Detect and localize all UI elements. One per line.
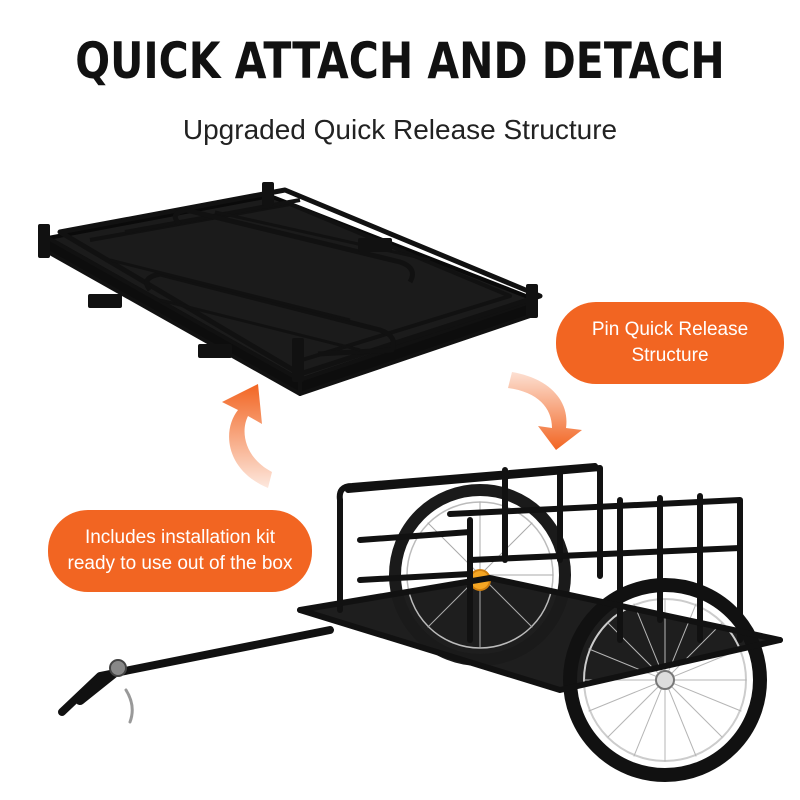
installation-kit-callout: Includes installation kit ready to use o… — [48, 510, 312, 592]
curved-arrow-up-icon — [222, 384, 272, 488]
curved-arrow-down-icon — [508, 372, 582, 450]
subheadline: Upgraded Quick Release Structure — [182, 114, 618, 145]
callout-right-line1: Pin Quick Release — [591, 319, 749, 340]
bike-trailer — [58, 463, 783, 782]
headline: QUICK ATTACH AND DETACH — [75, 32, 725, 90]
pin-quick-release-callout: Pin Quick Release Structure — [556, 302, 784, 384]
folded-cargo-rack — [38, 182, 543, 396]
callout-right-line2: Structure — [631, 345, 709, 366]
callout-left-line2: ready to use out of the box — [67, 553, 293, 574]
callout-left-line1: Includes installation kit — [84, 527, 276, 548]
